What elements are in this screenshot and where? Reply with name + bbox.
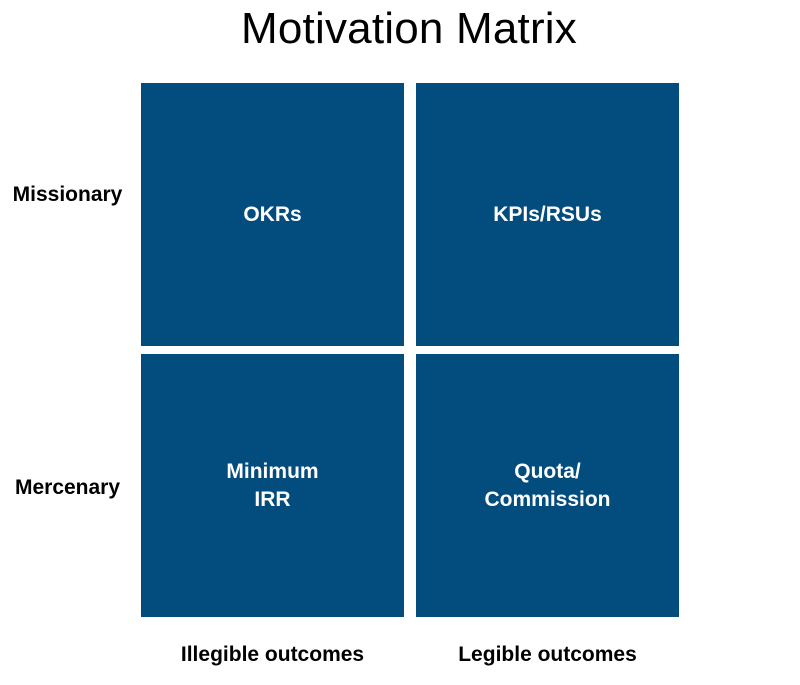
quadrant-label-okrs: OKRs <box>243 203 302 226</box>
column-label-illegible-outcomes: Illegible outcomes <box>180 643 365 666</box>
quadrant-mercenary-legible: Quota/ Commission <box>416 354 679 617</box>
quadrant-missionary-legible: KPIs/RSUs <box>416 83 679 346</box>
quadrant-label-minimum-irr: Minimum IRR <box>226 460 319 511</box>
row-label-missionary: Missionary <box>12 183 123 206</box>
page-title: Motivation Matrix <box>241 4 577 53</box>
quadrant-mercenary-illegible: Minimum IRR <box>141 354 404 617</box>
quadrant-label-quota-commission: Quota/ Commission <box>484 460 611 511</box>
quadrant-missionary-illegible: OKRs <box>141 83 404 346</box>
row-label-mercenary: Mercenary <box>14 476 121 499</box>
quadrant-label-kpis-rsus: KPIs/RSUs <box>493 203 602 226</box>
column-label-legible-outcomes: Legible outcomes <box>458 643 637 666</box>
